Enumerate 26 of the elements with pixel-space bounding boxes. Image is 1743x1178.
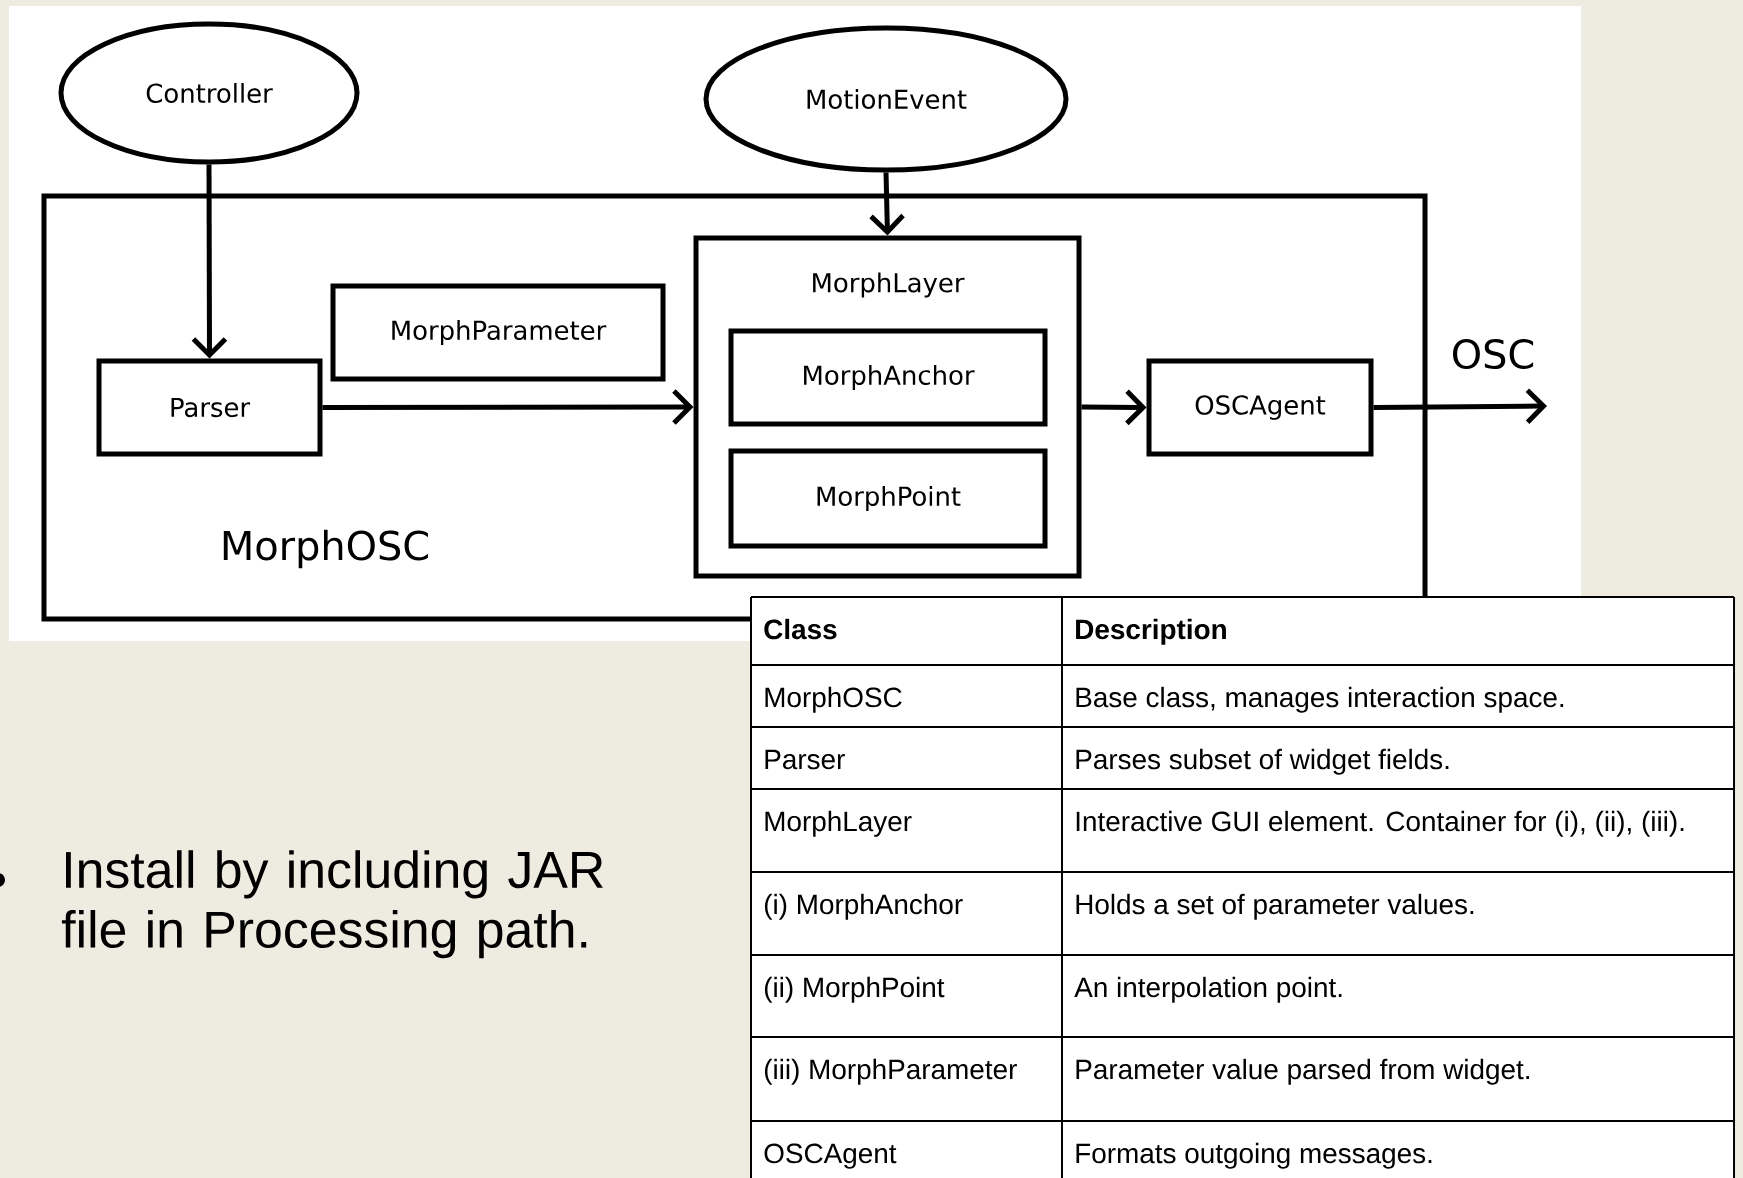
table-cell: MorphLayer xyxy=(765,810,912,837)
table-cell: Parser xyxy=(765,749,845,770)
table-cell: MorphOSC xyxy=(765,686,902,713)
class-box: OSCAgent xyxy=(1146,358,1374,457)
arrow xyxy=(1373,388,1547,424)
table-cell: An interpolation point. xyxy=(1074,976,1342,1003)
table-cell: (iii) MorphParameter xyxy=(764,1058,1017,1085)
table-cell: (i) MorphAnchor xyxy=(764,893,963,920)
table-cell: Formats outgoing messages. xyxy=(1076,1142,1432,1169)
table-cell: Parameter value parsed from widget. xyxy=(1076,1058,1529,1085)
table-cell: Interactive GUI element. Container for (i), (ii), (iii). xyxy=(1076,810,1684,837)
class-box: MorphAnchor xyxy=(728,328,1048,427)
ellipse-node: Controller xyxy=(58,21,360,165)
table-cell: OSCAgent xyxy=(764,1143,897,1169)
table-cell: Parses subset of widget fields. xyxy=(1076,748,1449,775)
arrow xyxy=(191,164,228,359)
table-cell: Base class, manages interaction space. xyxy=(1076,686,1564,713)
bullet-text: Install by including JAR file in Processing path. xyxy=(61,850,603,959)
class-box: MorphPoint xyxy=(728,448,1048,549)
table-cell: Holds a set of parameter values. xyxy=(1076,893,1474,920)
class-box: Parser xyxy=(96,358,323,457)
edge-label: OSC xyxy=(1453,338,1534,370)
class-box: MorphParameter xyxy=(330,283,666,382)
table-cell: (ii) MorphPoint xyxy=(764,976,945,1003)
arrow xyxy=(322,389,694,425)
ellipse-node: MotionEvent xyxy=(703,25,1069,173)
